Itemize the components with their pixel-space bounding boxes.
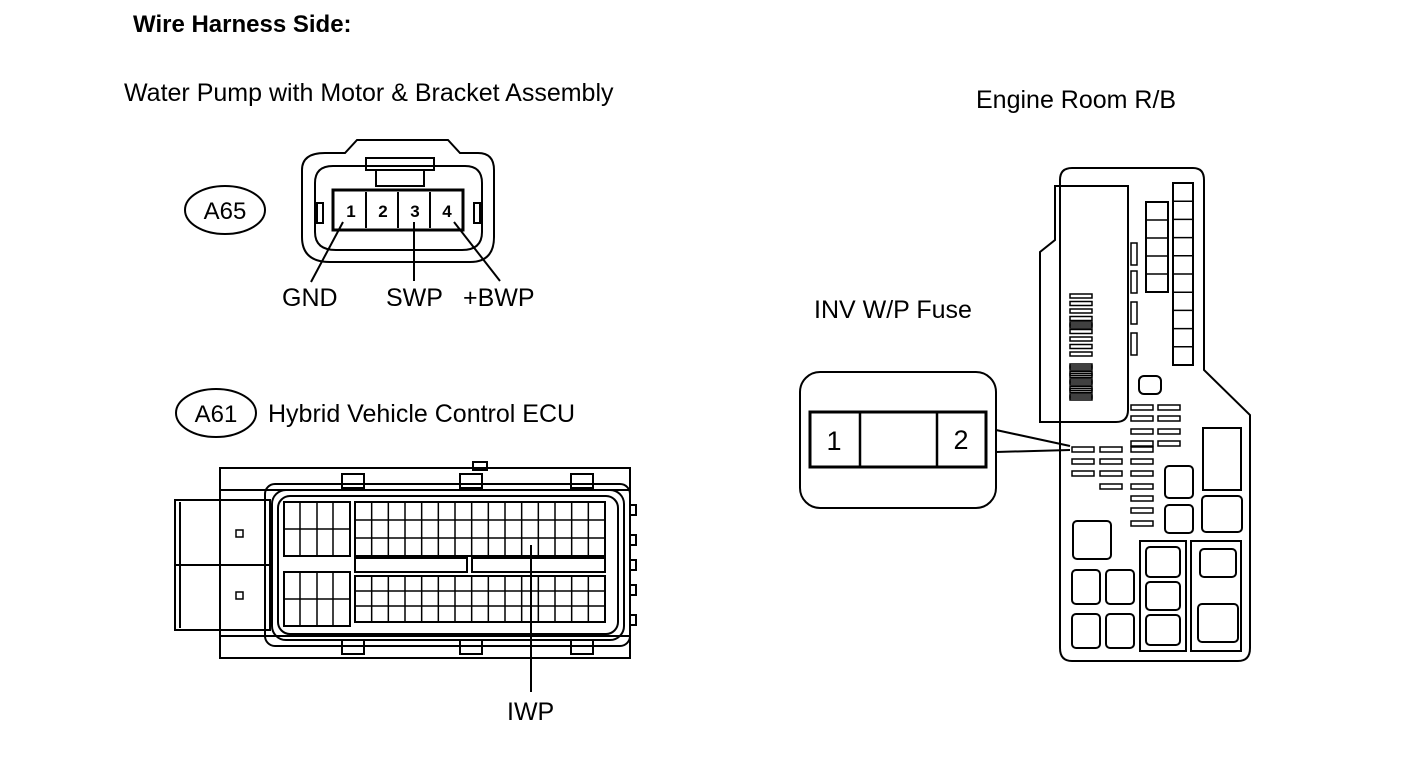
terminal-bwp-label: +BWP — [463, 284, 535, 312]
a61-id-text: A61 — [195, 401, 238, 428]
fuse-pin-2: 2 — [953, 425, 968, 455]
pin-2-number: 2 — [378, 202, 387, 221]
page-title: Wire Harness Side: — [133, 11, 352, 38]
terminal-swp-label: SWP — [386, 284, 443, 312]
a61-id-badge: A61 — [175, 388, 257, 438]
pin-3-number: 3 — [410, 202, 419, 221]
pin-4-number: 4 — [442, 202, 452, 221]
terminal-iwp-label: IWP — [507, 698, 555, 726]
ecu-caption: Hybrid Vehicle Control ECU — [268, 400, 576, 428]
relay-block-caption: Engine Room R/B — [976, 86, 1177, 114]
engine-room-relay-block — [1039, 167, 1251, 662]
a65-id-badge: A65 — [184, 185, 266, 235]
ecu-connector — [174, 461, 637, 692]
terminal-gnd-label: GND — [282, 284, 338, 312]
pin-1-number: 1 — [346, 202, 355, 221]
fuse-callout: 1 2 — [799, 371, 1071, 509]
fuse-pin-1: 1 — [826, 426, 841, 456]
fuse-label: INV W/P Fuse — [814, 296, 972, 324]
a65-id-text: A65 — [204, 198, 247, 225]
water-pump-connector: 1 2 3 4 — [301, 139, 501, 283]
water-pump-caption: Water Pump with Motor & Bracket Assembly — [124, 79, 614, 107]
